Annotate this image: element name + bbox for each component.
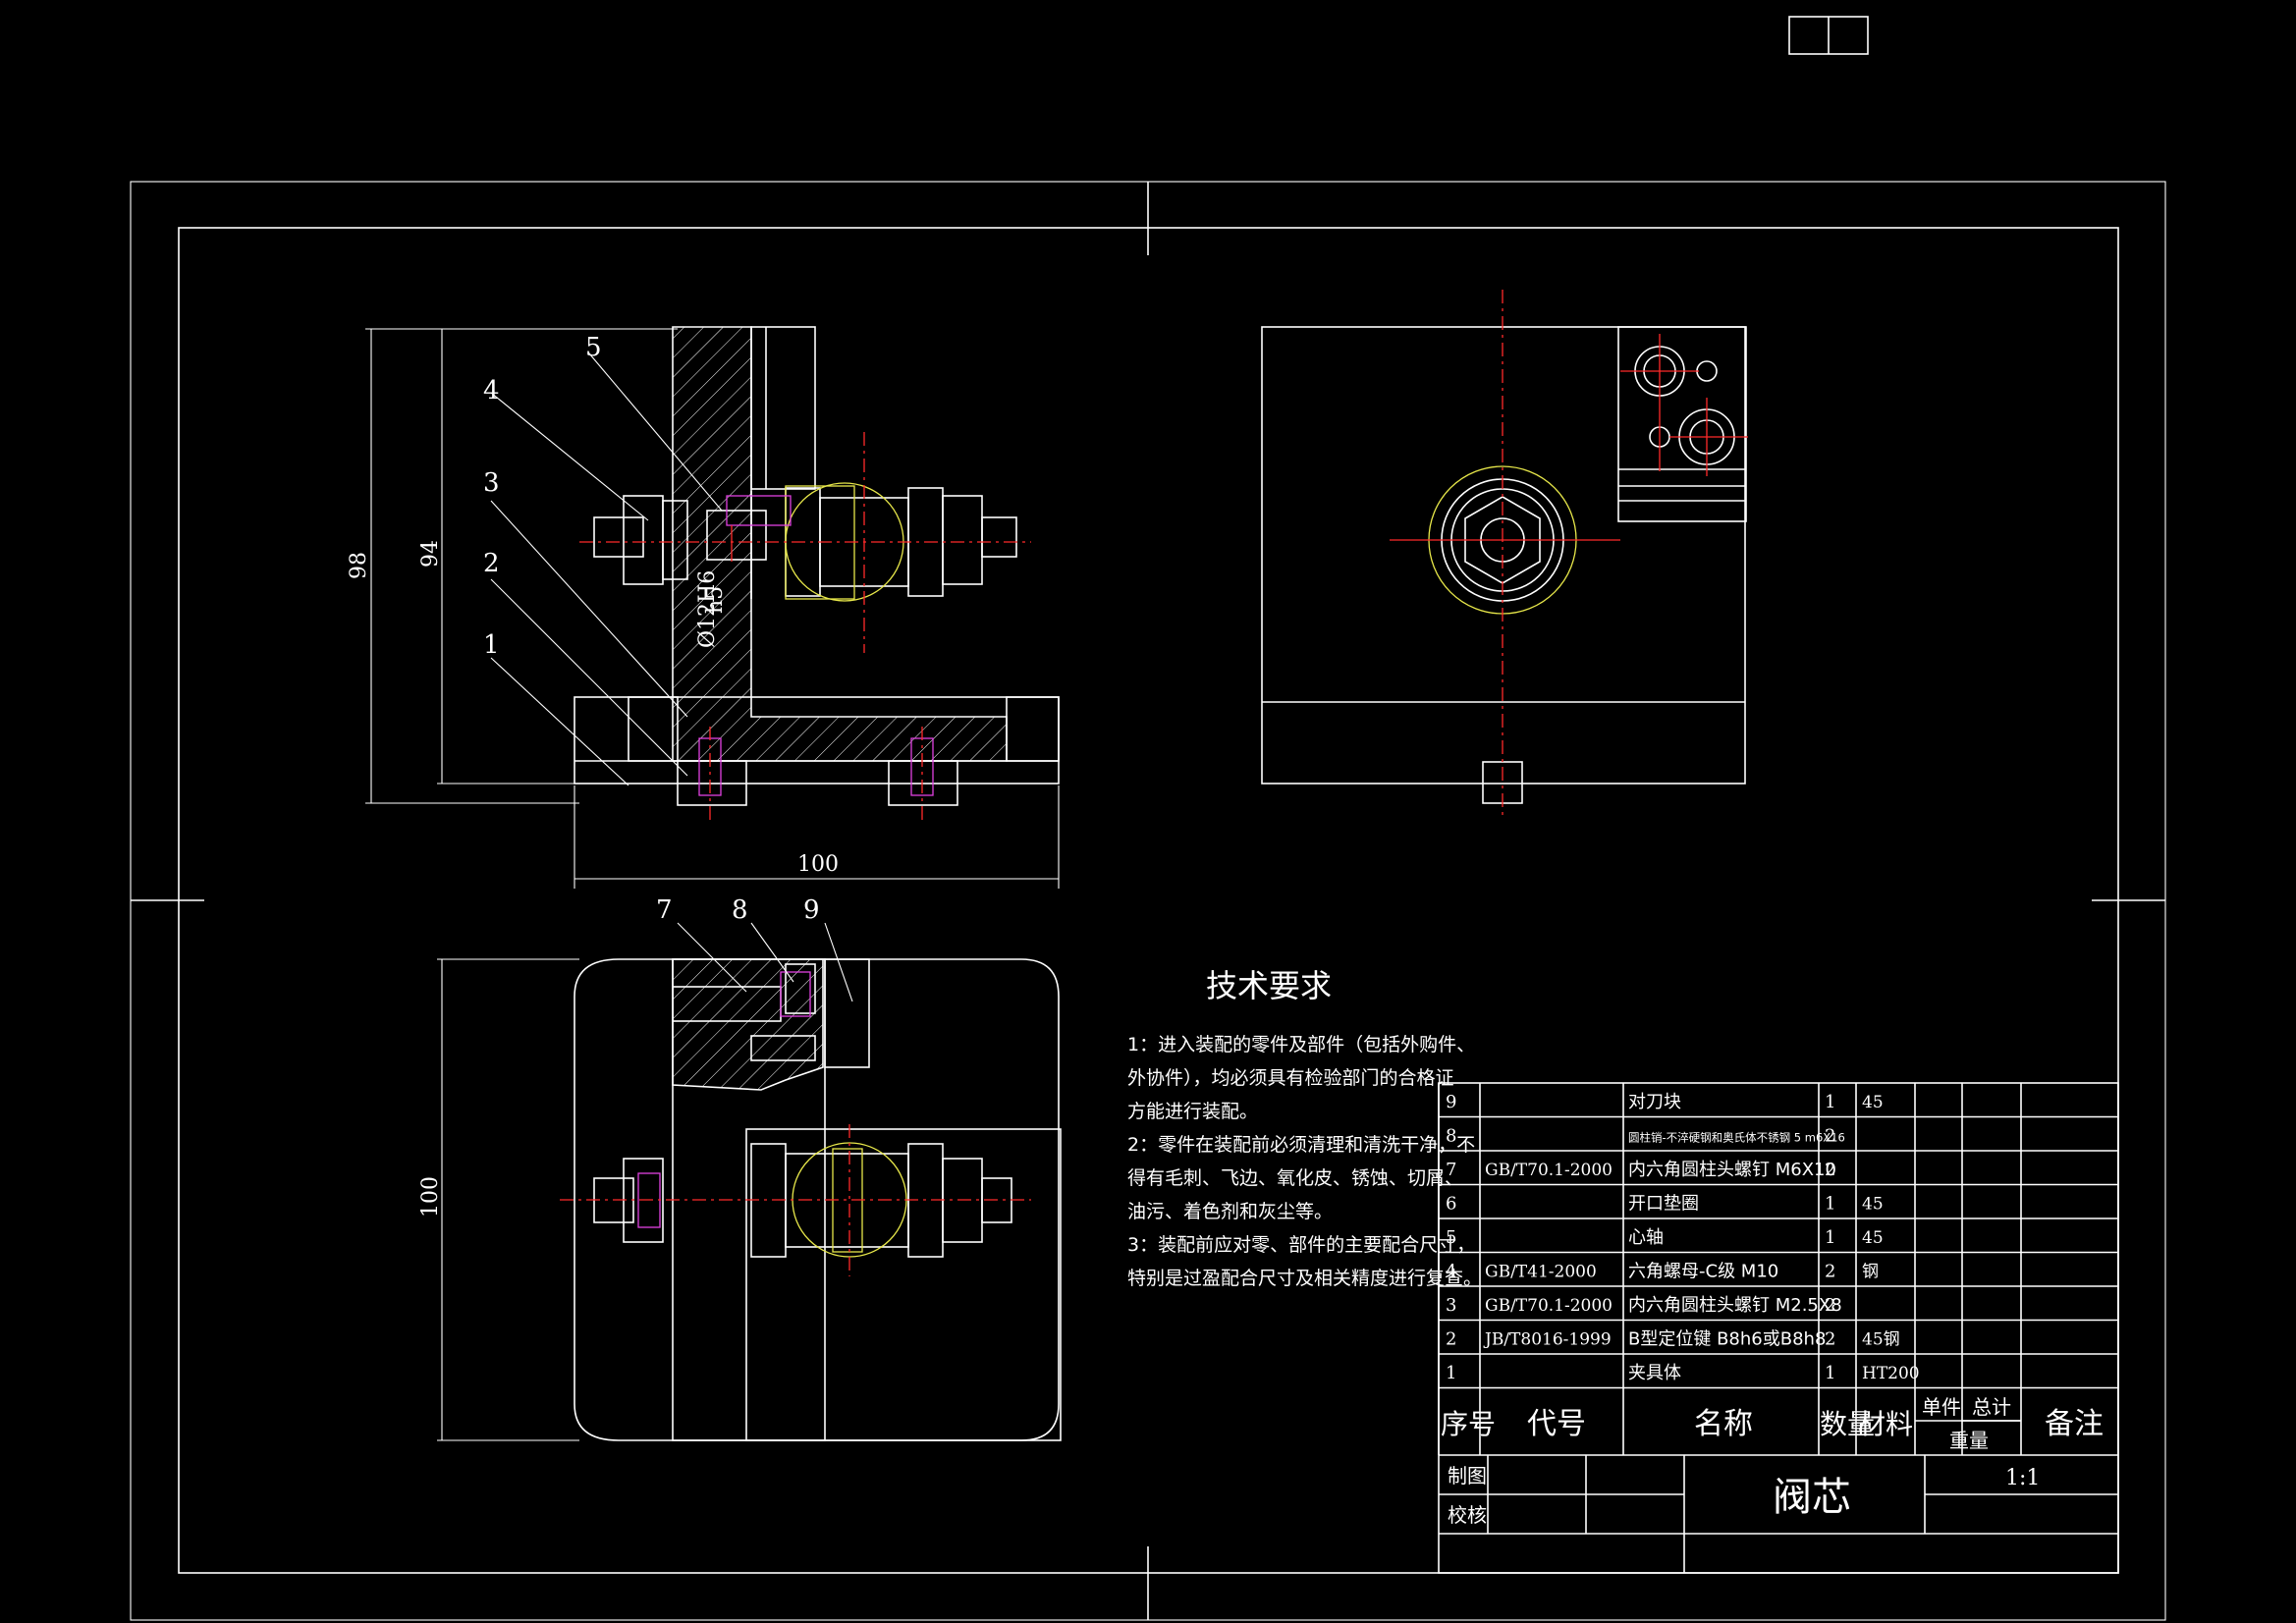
bom-header-remark: 备注 bbox=[2045, 1407, 2104, 1441]
bom-cell-qty: 2 bbox=[1825, 1295, 1835, 1316]
tech-line: 特别是过盈配合尺寸及相关精度进行复查。 bbox=[1127, 1268, 1482, 1289]
bom-header-unit: 单件 bbox=[1922, 1395, 1961, 1419]
bom-cell-name: 开口垫圈 bbox=[1628, 1194, 1699, 1215]
tech-line: 方能进行装配。 bbox=[1127, 1101, 1258, 1122]
bom-cell-name: 六角螺母-C级 M10 bbox=[1628, 1262, 1778, 1282]
tech-line: 1：进入装配的零件及部件（包括外购件、 bbox=[1127, 1034, 1475, 1055]
dimensions: 98 94 100 100 Ø12H6 h5 bbox=[347, 540, 839, 1217]
tech-title: 技术要求 bbox=[1206, 967, 1332, 1004]
dim-width-100: 100 bbox=[797, 852, 839, 877]
balloon-3: 3 bbox=[483, 468, 500, 498]
checked-by-label: 校核 bbox=[1448, 1503, 1487, 1527]
bom-header-seq: 序号 bbox=[1441, 1408, 1496, 1440]
bom-cell-qty: 1 bbox=[1825, 1227, 1835, 1248]
bom-cell-seq: 2 bbox=[1446, 1329, 1456, 1350]
bom-cell-seq: 9 bbox=[1446, 1092, 1456, 1112]
tech-requirements: 技术要求 1：进入装配的零件及部件（包括外购件、 外协件），均必须具有检验部门的… bbox=[1127, 967, 1482, 1289]
bom-cell-seq: 5 bbox=[1446, 1227, 1456, 1248]
balloon-7: 7 bbox=[656, 895, 673, 925]
tech-line: 3：装配前应对零、部件的主要配合尺寸， bbox=[1127, 1234, 1475, 1256]
bom-cell-name: 夹具体 bbox=[1628, 1363, 1681, 1383]
balloon-9: 9 bbox=[803, 895, 820, 925]
bom-cell-qty: 2 bbox=[1825, 1126, 1835, 1147]
dim-height-100: 100 bbox=[418, 1176, 443, 1217]
bom-cell-name: 对刀块 bbox=[1628, 1092, 1681, 1112]
drawn-by-label: 制图 bbox=[1448, 1464, 1487, 1488]
bom-cell-material: HT200 bbox=[1862, 1364, 1920, 1383]
dim-94: 94 bbox=[418, 540, 443, 568]
bom-cell-name: 内六角圆柱头螺钉 M6X10 bbox=[1628, 1160, 1836, 1180]
tech-line: 得有毛刺、飞边、氧化皮、锈蚀、切屑、 bbox=[1127, 1167, 1463, 1189]
bom-header-total: 总计 bbox=[1972, 1395, 2011, 1419]
bom-cell-qty: 1 bbox=[1825, 1194, 1835, 1215]
bom-cell-code: GB/T70.1-2000 bbox=[1485, 1296, 1613, 1316]
tech-line: 外协件），均必须具有检验部门的合格证 bbox=[1127, 1067, 1454, 1089]
bom-cell-material: 45 bbox=[1862, 1093, 1884, 1112]
balloon-2: 2 bbox=[483, 549, 500, 578]
bom-header-material: 材料 bbox=[1858, 1408, 1913, 1440]
bom-cell-material: 45 bbox=[1862, 1228, 1884, 1248]
part-name: 阀芯 bbox=[1773, 1475, 1851, 1520]
balloon-4: 4 bbox=[483, 376, 500, 406]
dim-diameter: Ø12H6 bbox=[695, 570, 720, 648]
tech-line: 油污、着色剂和灰尘等。 bbox=[1127, 1201, 1333, 1222]
balloons: 5 4 3 2 1 7 8 9 bbox=[483, 333, 820, 925]
bom-cell-seq: 1 bbox=[1446, 1363, 1456, 1383]
balloon-1: 1 bbox=[483, 630, 500, 660]
bom-header-code: 代号 bbox=[1527, 1407, 1586, 1441]
bom-cell-material: 45钢 bbox=[1862, 1330, 1900, 1350]
bom-cell-seq: 7 bbox=[1446, 1160, 1456, 1180]
bom-cell-qty: 2 bbox=[1825, 1160, 1835, 1180]
bom-header-name: 名称 bbox=[1694, 1407, 1753, 1441]
bom-cell-seq: 3 bbox=[1446, 1295, 1456, 1316]
bom-cell-code: GB/T41-2000 bbox=[1485, 1263, 1597, 1282]
bom-cell-material: 45 bbox=[1862, 1195, 1884, 1215]
bom-cell-name: 内六角圆柱头螺钉 M2.5X8 bbox=[1628, 1295, 1842, 1316]
bom-cell-name: B型定位键 B8h6或B8h8 bbox=[1628, 1329, 1826, 1350]
dim-diameter-fit: h5 bbox=[703, 586, 728, 614]
bom-cell-name: 圆柱销-不淬硬钢和奥氏体不锈钢 5 m6X16 bbox=[1628, 1131, 1845, 1145]
bom-cell-qty: 1 bbox=[1825, 1092, 1835, 1112]
scale-value: 1:1 bbox=[2005, 1466, 2040, 1490]
bom-cell-qty: 2 bbox=[1825, 1329, 1835, 1350]
bom-cell-seq: 8 bbox=[1446, 1126, 1456, 1147]
sheet-frame bbox=[130, 16, 2166, 1621]
top-view bbox=[437, 922, 1062, 1441]
bom-cell-code: JB/T8016-1999 bbox=[1483, 1330, 1612, 1350]
front-section-view bbox=[365, 326, 1060, 889]
bom-cell-seq: 4 bbox=[1446, 1262, 1456, 1282]
bom-header-weight: 重量 bbox=[1949, 1429, 1989, 1452]
bom-cell-qty: 2 bbox=[1825, 1262, 1835, 1282]
balloon-5: 5 bbox=[585, 333, 602, 362]
bom-cell-code: GB/T70.1-2000 bbox=[1485, 1161, 1613, 1180]
bom-cell-name: 心轴 bbox=[1628, 1227, 1664, 1248]
balloon-8: 8 bbox=[732, 895, 748, 925]
bom-cell-seq: 6 bbox=[1446, 1194, 1456, 1215]
bom-cell-qty: 1 bbox=[1825, 1363, 1835, 1383]
bom-cell-material: 钢 bbox=[1862, 1263, 1879, 1282]
dim-98: 98 bbox=[347, 552, 371, 579]
tech-line: 2：零件在装配前必须清理和清洗干净，不 bbox=[1127, 1134, 1475, 1156]
side-view bbox=[1261, 290, 1748, 815]
bom-header-qty: 数量 bbox=[1820, 1408, 1875, 1440]
